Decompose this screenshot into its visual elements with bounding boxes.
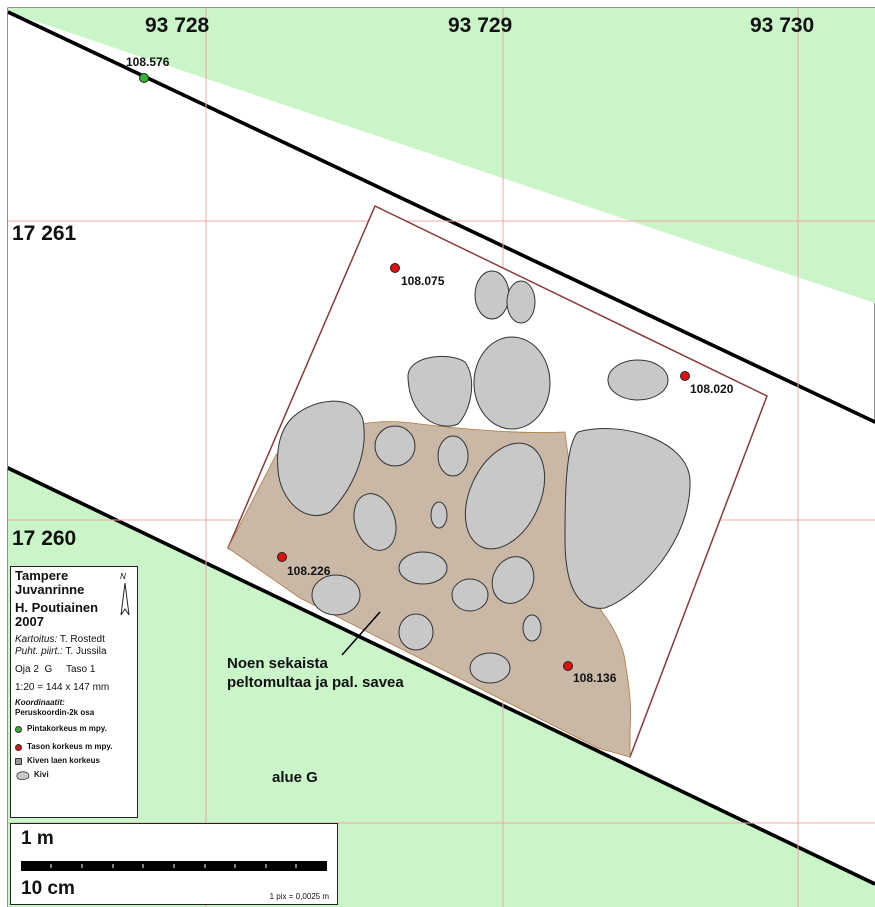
- trench-info: Oja 2 G Taso 1: [15, 664, 96, 675]
- stone-18: [398, 613, 434, 651]
- level-elevation-marker-3: [277, 552, 287, 562]
- stone-19: [469, 652, 511, 684]
- north-symbol: N: [120, 572, 126, 581]
- surface-elevation-marker: [139, 73, 149, 83]
- grey-square-icon: [15, 757, 22, 765]
- trench-boundary-lower-line: [7, 466, 875, 886]
- stone-14: [491, 556, 535, 604]
- kartoitus-value: T. Rostedt: [59, 634, 105, 645]
- north-arrow-icon: N: [120, 572, 130, 616]
- map-legend: N Tampere Juvanrinne H. Poutiainen 2007 …: [10, 566, 138, 818]
- pixel-scale-note: 1 pix = 0,0025 m: [269, 892, 329, 901]
- stone-17: [522, 614, 542, 642]
- elevation-points: 108.576 108.075 108.020 108.226 108.136: [126, 55, 734, 685]
- legend-title-2: Juvanrinne: [15, 582, 85, 597]
- stone-3: [407, 355, 473, 427]
- level-elevation-marker-4: [563, 661, 573, 671]
- trench-boundary-upper-line: [7, 10, 875, 424]
- elevation-label-3: 108.020: [690, 382, 734, 396]
- scale-label-bottom: 10 cm: [21, 878, 75, 899]
- elevation-label-2: 108.075: [401, 274, 445, 288]
- stone-15: [451, 578, 489, 612]
- grid-label-x-2: 93 729: [448, 14, 512, 37]
- legend-title-4: 2007: [15, 614, 44, 629]
- legend-title-3: H. Poutiainen: [15, 600, 99, 615]
- scale-bar-box: 1 m 10 cm 1 pix = 0,0025 m: [10, 823, 338, 905]
- field-area-top-right: [8, 8, 875, 303]
- stone-10: [464, 442, 546, 550]
- stone-8: [374, 425, 416, 467]
- legend-item-stone: Kivi: [15, 768, 133, 782]
- field-area-bottom: [8, 468, 875, 907]
- grid-label-y-2: 17 260: [12, 527, 76, 550]
- puht-value: T. Jussila: [65, 646, 107, 657]
- red-dot-icon: [15, 743, 22, 751]
- stone-7: [564, 428, 691, 609]
- coordinate-grid: [8, 8, 875, 907]
- green-dot-icon: [15, 725, 22, 733]
- puht-label: Puht. piirt.:: [15, 646, 63, 657]
- legend-item-label-3: Kiven laen korkeus: [27, 756, 100, 765]
- legend-item-label-1: Pintakorkeus m mpy.: [27, 724, 107, 733]
- coord-value: Peruskoordin-2k osa: [15, 708, 95, 717]
- legend-item-label-2: Tason korkeus m mpy.: [27, 742, 113, 751]
- grid-label-y-1: 17 261: [12, 222, 77, 245]
- legend-title-1: Tampere: [15, 568, 69, 583]
- annotation-line-2: peltomultaa ja pal. savea: [227, 674, 404, 691]
- stone-4: [473, 336, 551, 430]
- grid-label-x-1: 93 728: [145, 14, 210, 37]
- stone-13: [398, 551, 448, 585]
- level-elevation-marker-1: [390, 263, 400, 273]
- scale-ratio: 1:20 = 144 x 147 mm: [15, 682, 110, 693]
- area-label: alue G: [272, 769, 318, 786]
- stone-icon: [16, 770, 30, 780]
- elevation-label-4: 108.226: [287, 564, 331, 578]
- stone-6: [277, 400, 365, 517]
- stones: [277, 270, 691, 684]
- coord-label: Koordinaatit:: [15, 698, 65, 707]
- elevation-label-1: 108.576: [126, 55, 170, 69]
- annotation-leader-line: [341, 611, 381, 656]
- grid-label-x-3: 93 730: [750, 14, 814, 37]
- stone-11: [353, 493, 397, 551]
- scale-label-top: 1 m: [21, 828, 54, 849]
- annotation-line-1: Noen sekaista: [227, 655, 329, 672]
- elevation-label-5: 108.136: [573, 671, 617, 685]
- stone-9: [437, 435, 469, 477]
- stone-16: [311, 574, 361, 616]
- legend-item-stone-top: Kiven laen korkeus: [15, 754, 133, 768]
- legend-item-label-4: Kivi: [34, 770, 49, 779]
- scale-bar: [21, 861, 327, 871]
- legend-item-surface: Pintakorkeus m mpy.: [15, 722, 133, 736]
- stone-5: [607, 359, 669, 401]
- stone-12: [430, 501, 448, 529]
- stone-2: [506, 280, 536, 324]
- stone-1: [474, 270, 510, 320]
- level-elevation-marker-2: [680, 371, 690, 381]
- kartoitus-label: Kartoitus:: [15, 634, 58, 645]
- legend-item-level: Tason korkeus m mpy.: [15, 740, 133, 754]
